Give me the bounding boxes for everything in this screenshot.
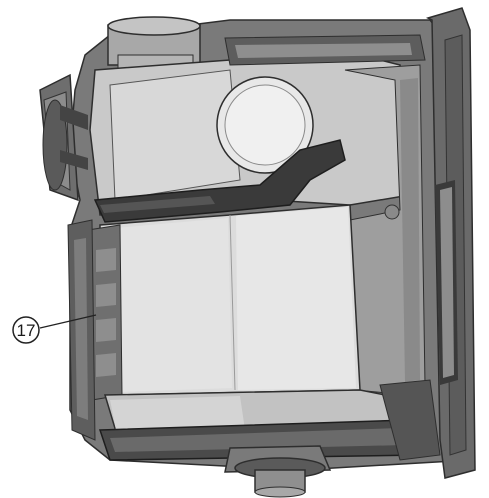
right-interior-wall [344,64,426,396]
callout-17-leader-line [39,314,97,329]
callout-17-label: 17 [17,321,36,340]
baffle-plate [93,139,346,223]
upper-chamber [89,34,426,216]
left-side-panel [67,219,96,441]
bottom-air-intake [224,445,332,498]
left-air-inlet [39,73,88,202]
firebox [87,204,361,401]
callout-17-circle [12,316,40,344]
hearth-base [98,379,441,461]
callout-17: 17 [12,314,97,344]
